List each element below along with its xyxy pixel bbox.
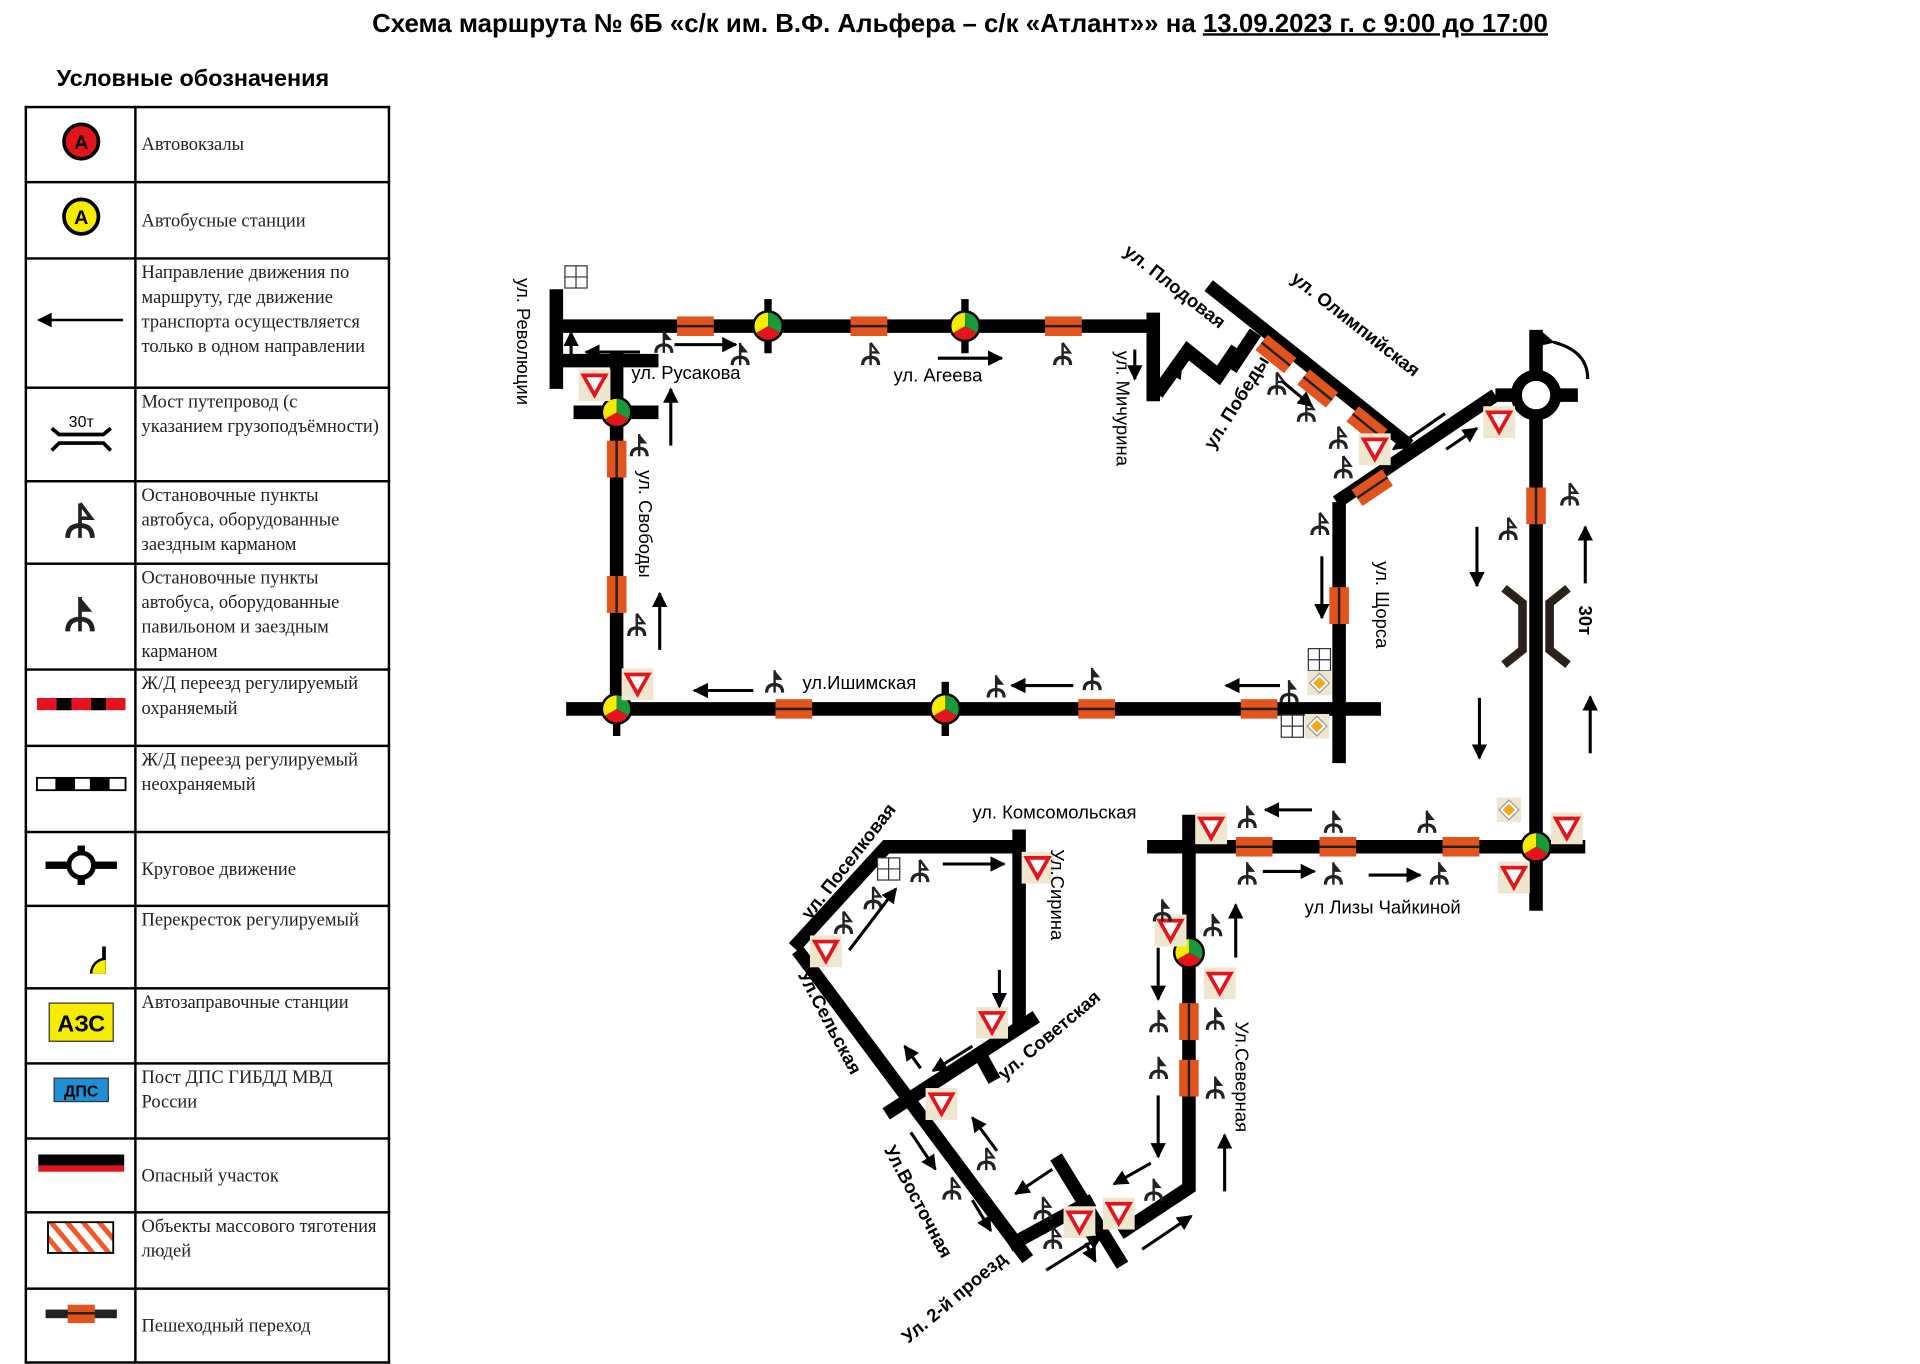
street-label-revolyutsii: ул. Революции xyxy=(513,278,534,405)
svg-text:А: А xyxy=(74,207,88,229)
gas-station-icon: АЗС xyxy=(48,1001,114,1042)
bus-stops xyxy=(627,328,1580,1251)
svg-text:ДПС: ДПС xyxy=(63,1084,98,1101)
street-label-ishimskaya: ул.Ишимская xyxy=(802,672,916,693)
legend-label: Автобусные станции xyxy=(134,180,391,260)
legend-label: Ж/Д переезд регулируемый неохраняемый xyxy=(134,744,391,834)
legend-label: Автовокзалы xyxy=(134,105,391,184)
street-label-michurina: ул. Мичурина xyxy=(1112,351,1133,467)
street-label-komsomolskaya: ул. Комсомольская xyxy=(972,801,1136,822)
legend-label: Автозаправочные станции xyxy=(134,987,391,1065)
legend-table: А Автовокзалы А Автобусные станции Направл… xyxy=(24,105,391,1364)
traffic-lights xyxy=(601,299,1552,980)
roundabout xyxy=(1510,369,1562,421)
svg-text:30т: 30т xyxy=(68,414,94,431)
road-pobedy-stub xyxy=(1225,328,1262,373)
legend-label: Объекты массового тяготения людей xyxy=(134,1211,391,1290)
legend-row: Перекресток регулируемый xyxy=(24,904,391,990)
police-post-icon: ДПС xyxy=(52,1077,109,1103)
street-label-rusakova: ул. Русакова xyxy=(631,362,741,383)
legend-row: А Автобусные станции xyxy=(24,180,391,260)
legend-label: Опасный участок xyxy=(134,1137,391,1214)
direction-arrows xyxy=(563,330,1598,1272)
legend-label: Остановочные пункты автобуса, оборудован… xyxy=(134,480,391,565)
page-title: Схема маршрута № 6Б «с/к им. В.Ф. Альфер… xyxy=(0,10,1920,40)
bridge-capacity-label: 30т xyxy=(1575,606,1596,636)
crowd-objects-icon xyxy=(46,1221,114,1254)
bridge-icon xyxy=(1501,584,1571,668)
legend-row: Опасный участок xyxy=(24,1137,391,1214)
road-sovetskaya xyxy=(882,1010,1041,1120)
legend-row: Остановочные пункты автобуса, оборудован… xyxy=(24,480,391,565)
street-label-2-proezd: Ул. 2-й проезд xyxy=(897,1247,1010,1347)
street-label-ageeva: ул. Агеева xyxy=(894,365,984,386)
svg-text:А: А xyxy=(74,131,88,153)
legend-label: Круговое движение xyxy=(134,830,391,908)
street-label-svobody: ул. Свободы xyxy=(635,470,656,577)
legend-label: Ж/Д переезд регулируемый охраняемый xyxy=(134,668,391,748)
roundabout-arrow-icon xyxy=(1537,331,1590,380)
roundabout-icon xyxy=(44,845,117,885)
one-way-arrow-icon xyxy=(36,312,123,327)
legend-label: Направление движения по маршруту, где дв… xyxy=(134,257,391,389)
legend-label: Остановочные пункты автобуса, оборудован… xyxy=(134,562,391,671)
street-label-sirina: Ул.Сирина xyxy=(1047,849,1068,941)
street-label-lizy-chaikinoy: ул Лизы Чайкиной xyxy=(1305,896,1461,917)
legend-heading: Условные обозначения xyxy=(56,66,330,93)
legend-row: ДПС Пост ДПС ГИБДД МВД России xyxy=(24,1062,391,1140)
legend-row: А Автовокзалы xyxy=(24,105,391,184)
rail-crossing-unguarded-icon xyxy=(35,776,126,792)
title-text: Схема маршрута № 6Б «с/к им. В.Ф. Альфер… xyxy=(372,9,1203,39)
legend-label: Перекресток регулируемый xyxy=(134,904,391,990)
road-sovetskaya-stub xyxy=(975,1052,1001,1084)
road-plodovaya xyxy=(1204,280,1414,451)
street-label-severnaya: Ул.Северная xyxy=(1232,1022,1253,1133)
legend-row: Круговое движение xyxy=(24,830,391,908)
title-date: 13.09.2023 г. с 9:00 до 17:00 xyxy=(1202,9,1548,39)
legend-row: Остановочные пункты автобуса, оборудован… xyxy=(24,562,391,671)
legend-row: Направление движения по маршруту, где дв… xyxy=(24,257,391,389)
legend-row: АЗС Автозаправочные станции xyxy=(24,987,391,1065)
dangerous-section-icon xyxy=(37,1154,124,1172)
bus-station-icon: А xyxy=(61,197,100,236)
svg-text:АЗС: АЗС xyxy=(57,1010,105,1036)
rail-crossing-guarded-icon xyxy=(36,697,125,711)
legend-row: 30т Мост путепровод (с указанием грузопод… xyxy=(24,386,391,483)
pedestrian-crossing-icon xyxy=(44,1304,117,1324)
legend-label: Пост ДПС ГИБДД МВД России xyxy=(134,1062,391,1140)
bus-terminal-icon: А xyxy=(61,121,100,161)
road-poselkovaya xyxy=(788,840,1022,953)
street-label-shorsa: ул. Щорса xyxy=(1372,561,1393,649)
legend-row: Ж/Д переезд регулируемый неохраняемый xyxy=(24,744,391,834)
legend-row: Пешеходный переход xyxy=(24,1287,391,1364)
legend-row: Ж/Д переезд регулируемый охраняемый xyxy=(24,668,391,748)
bridge-icon: 30т xyxy=(49,414,112,452)
legend-row: Объекты массового тяготения людей xyxy=(24,1211,391,1290)
legend-label: Пешеходный переход xyxy=(134,1287,391,1364)
legend-label: Мост путепровод (с указанием грузоподъём… xyxy=(134,386,391,483)
roads xyxy=(549,280,1586,1269)
